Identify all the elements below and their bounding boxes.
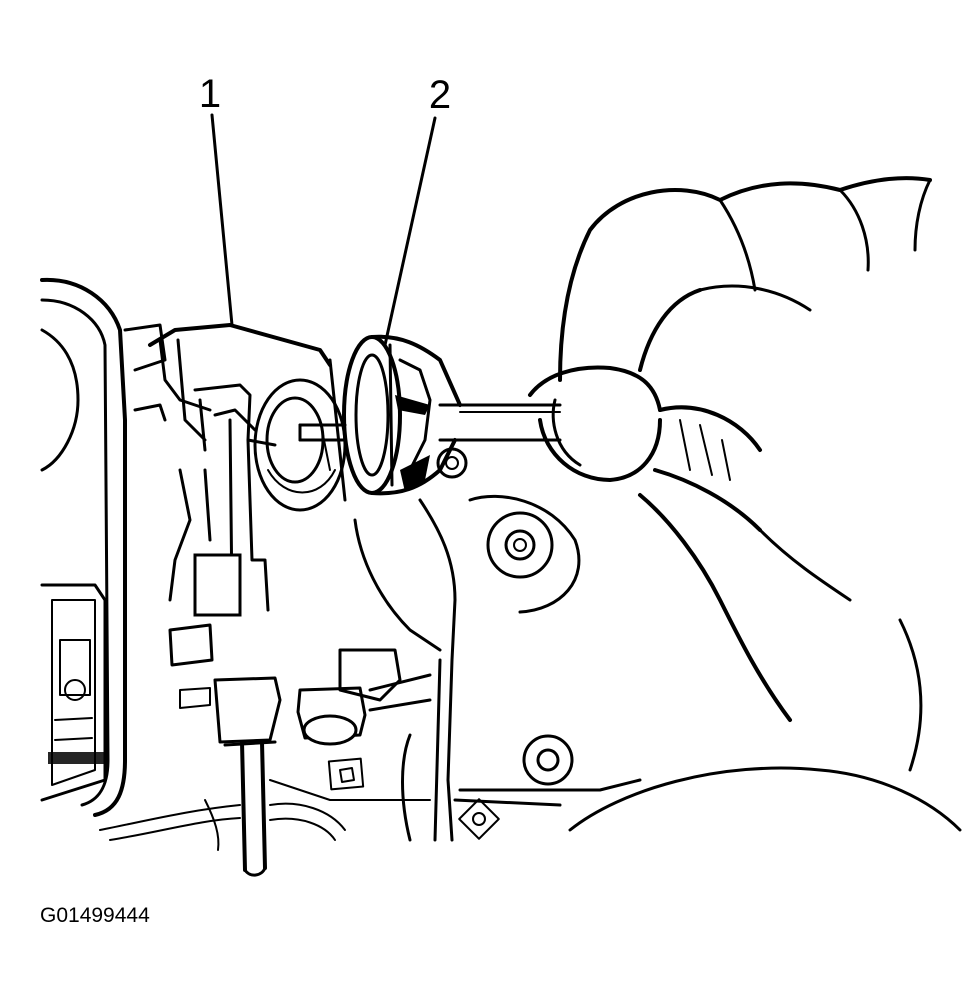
figure-id: G01499444 (40, 904, 150, 927)
callout-2: 2 (429, 73, 451, 117)
cluster-housing (40, 277, 167, 817)
column-housing (269, 358, 642, 842)
switch-bracket (99, 323, 346, 877)
callout-1: 1 (199, 72, 221, 116)
lock-opening (253, 378, 347, 512)
leader-lines (210, 113, 437, 347)
fasteners (436, 447, 581, 786)
leader-line-2 (383, 116, 437, 347)
hand (528, 176, 962, 832)
leader-line-1 (210, 113, 234, 327)
key (438, 403, 562, 442)
lock-cylinder (298, 334, 462, 496)
